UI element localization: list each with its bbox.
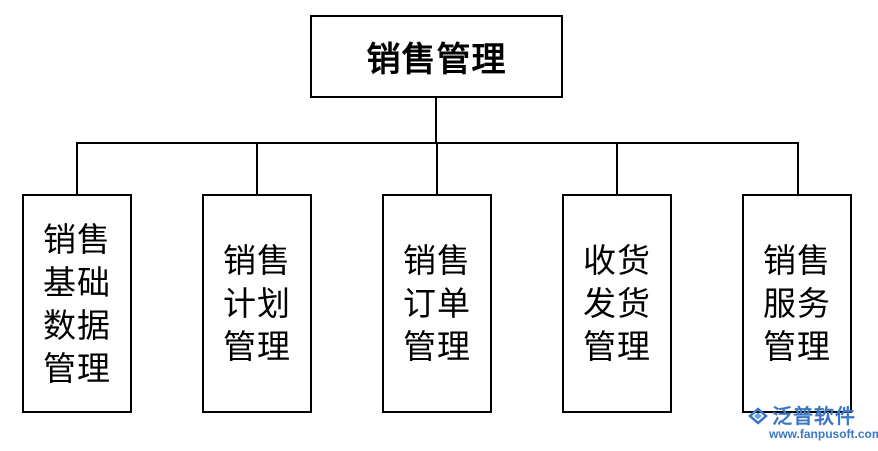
child-node-1-line-3: 数据	[43, 305, 111, 345]
watermark-url: www.fanpusoft.com	[769, 427, 878, 441]
child-connector-1	[76, 142, 78, 195]
watermark: 泛普软件 www.fanpusoft.com	[747, 404, 878, 447]
child-node-5-line-1: 销售	[763, 241, 831, 280]
child-node-1-line-2: 基础	[43, 262, 111, 302]
child-connector-3	[436, 142, 438, 195]
child-node-1: 销售 基础 数据 管理	[22, 194, 132, 413]
child-node-2-line-3: 管理	[223, 327, 291, 366]
watermark-brand-name: 泛普软件	[772, 404, 856, 428]
child-node-1-line-4: 管理	[43, 348, 111, 388]
child-connector-5	[797, 142, 799, 195]
child-node-2-line-2: 计划	[223, 284, 291, 323]
child-node-3-line-2: 订单	[403, 284, 471, 323]
child-node-4-line-2: 发货	[583, 284, 651, 323]
root-connector	[435, 97, 437, 143]
child-node-5: 销售 服务 管理	[742, 194, 852, 413]
child-node-3: 销售 订单 管理	[382, 194, 492, 413]
child-node-3-line-3: 管理	[403, 327, 471, 366]
child-node-2: 销售 计划 管理	[202, 194, 312, 413]
child-node-5-line-2: 服务	[763, 284, 831, 323]
child-node-1-line-1: 销售	[43, 219, 111, 259]
child-node-4: 收货 发货 管理	[562, 194, 672, 413]
fanpu-logo-icon	[748, 407, 768, 425]
child-node-5-line-3: 管理	[763, 327, 831, 366]
root-node-box: 销售管理	[310, 15, 563, 98]
child-node-2-line-1: 销售	[223, 241, 291, 280]
child-connector-2	[256, 142, 258, 195]
child-connector-4	[616, 142, 618, 195]
child-node-4-line-3: 管理	[583, 327, 651, 366]
child-node-3-line-1: 销售	[403, 241, 471, 280]
child-node-4-line-1: 收货	[583, 241, 651, 280]
root-node-label: 销售管理	[366, 40, 507, 80]
